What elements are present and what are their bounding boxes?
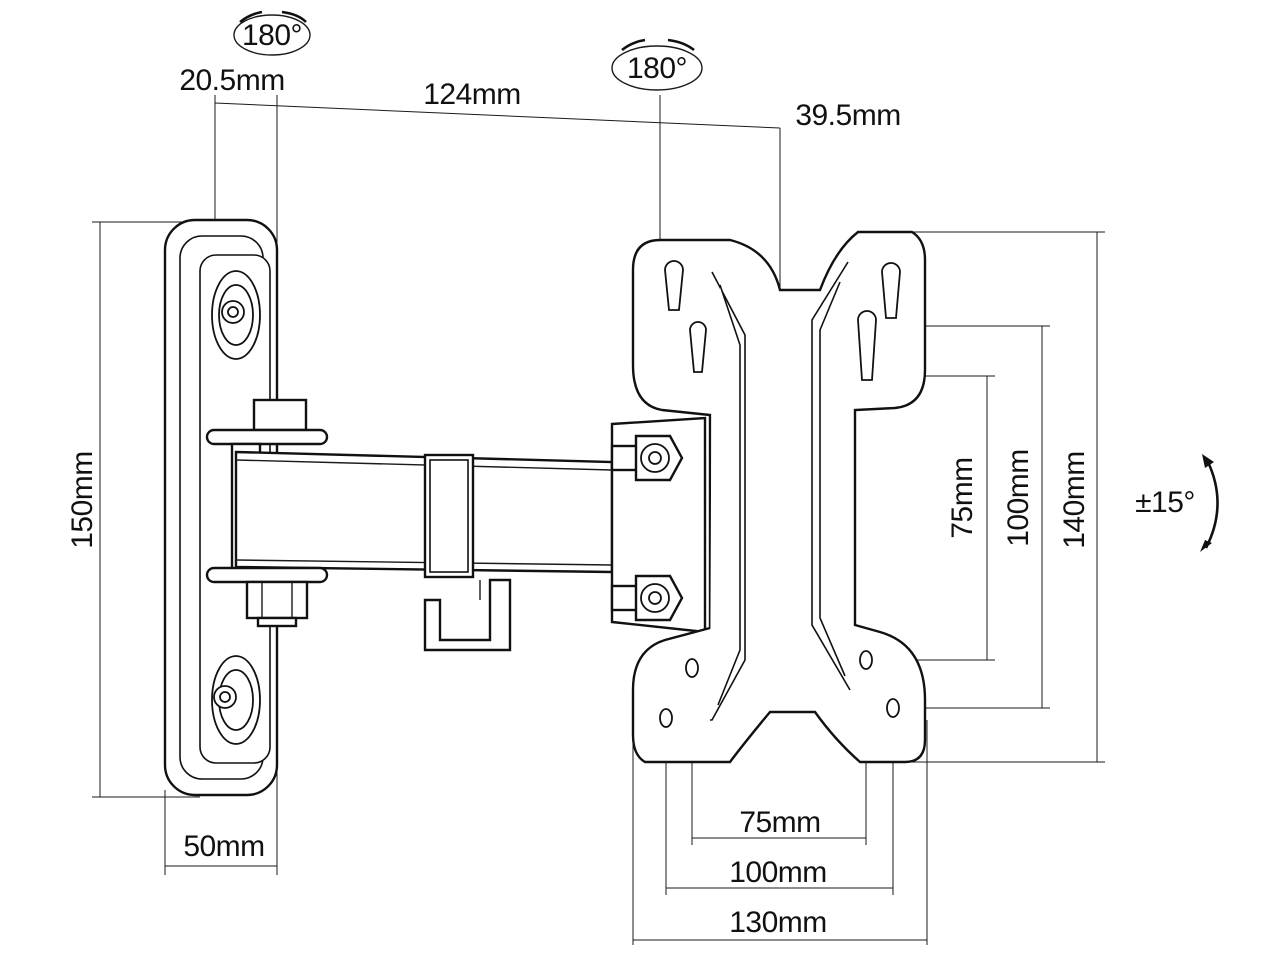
label-plate-depth: 39.5mm (795, 99, 900, 132)
label-arm-length: 124mm (423, 78, 521, 111)
vesa-plate (631, 230, 927, 764)
label-plate-height: 140mm (1058, 451, 1091, 549)
wall-plate (163, 218, 279, 797)
label-wall-swivel: 180° (242, 19, 302, 52)
dimension-labels: 180° 180° 20.5mm 124mm 39.5mm 150mm 50mm… (66, 19, 1195, 939)
label-wall-plate-height: 150mm (66, 451, 99, 549)
label-wall-plate-width: 50mm (183, 830, 264, 863)
rotation-marker-wall (233, 10, 311, 56)
label-vesa-v-small: 75mm (946, 457, 979, 538)
bolt-lower-icon (610, 574, 684, 622)
bolt-upper-icon (610, 434, 684, 482)
label-arm-swivel: 180° (627, 52, 687, 85)
label-tilt: ±15° (1135, 486, 1195, 519)
vesa-hole-icon (659, 650, 900, 728)
label-plate-width: 130mm (729, 906, 827, 939)
label-vesa-h-medium: 100mm (729, 856, 827, 889)
tilt-arc-icon (1200, 454, 1219, 552)
label-arm-width: 20.5mm (179, 64, 284, 97)
rotation-marker-arm (611, 38, 703, 91)
swing-arm (205, 398, 614, 652)
label-vesa-h-small: 75mm (739, 806, 820, 839)
wall-screw-top-icon (211, 270, 261, 360)
dimension-lines (92, 95, 1105, 945)
keyhole-slot-icon (664, 260, 901, 381)
tilt-bracket (610, 416, 707, 634)
wall-screw-bottom-icon (211, 655, 261, 745)
label-vesa-v-medium: 100mm (1002, 449, 1035, 547)
